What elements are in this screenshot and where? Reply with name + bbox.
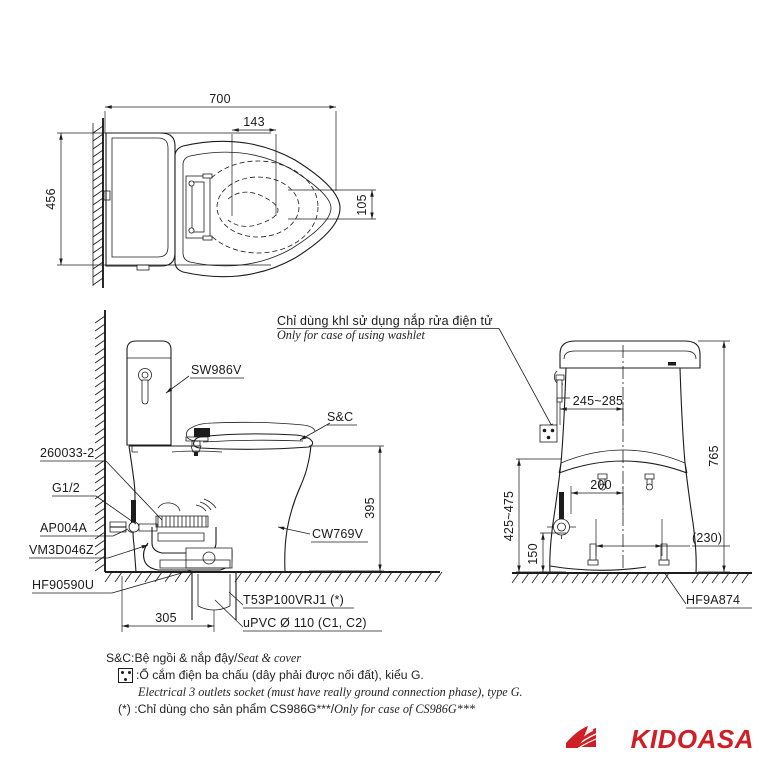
legend-sc-en: Seat & cover	[237, 651, 302, 665]
top-view-seat-lid	[174, 140, 341, 278]
side-label-ap004a: AP004A	[40, 521, 129, 537]
dim-total-height: 765	[698, 340, 730, 573]
dim-overall-length: 700	[104, 92, 337, 191]
dim-valve-height: 150	[526, 532, 566, 573]
dim-245-285-text: 245~285	[573, 394, 623, 408]
note-washlet-en: Only for case of using washlet	[277, 328, 426, 342]
dim-105-text: 105	[355, 194, 369, 215]
legend-block: S&C: Bệ ngồi & nắp đậy/ Seat & cover : Ổ…	[106, 650, 626, 718]
side-note-washlet: Chỉ dùng khl sử dụng nắp rửa điện tử Onl…	[277, 313, 555, 431]
dim-150-text: 150	[526, 543, 540, 564]
kidoasa-mark-icon	[565, 726, 596, 748]
brand-logo: KIDOASA	[565, 724, 754, 754]
front-view-socket	[539, 397, 570, 443]
side-label-sc: S&C	[299, 410, 357, 441]
label-hf9a874-text: HF9A874	[686, 593, 740, 607]
label-hf90590u-text: HF90590U	[32, 578, 94, 592]
dim-230-text: (230)	[692, 531, 722, 545]
legend-row-socket: : Ổ cắm điện ba chấu (dây phải được nối …	[106, 667, 626, 684]
dim-305-text: 305	[155, 611, 176, 625]
dim-bowl-opening: 143	[231, 115, 277, 216]
top-view-wall	[92, 118, 104, 288]
note-washlet-vi: Chỉ dùng khl sử dụng nắp rửa điện tử	[277, 313, 493, 328]
dim-socket-range: 245~285	[559, 394, 624, 425]
dim-bowl-offset: 105	[288, 189, 376, 220]
legend-row-socket-en: Electrical 3 outlets socket (must have r…	[106, 684, 626, 701]
label-g12-text: G1/2	[52, 481, 80, 495]
side-label-upvc: uPVC Ø 110 (C1, C2)	[214, 599, 382, 632]
dim-456-text: 456	[44, 188, 58, 209]
front-view: 765 245~285 425~475 200	[502, 340, 752, 609]
dim-rough-in: 305	[121, 576, 215, 632]
side-label-cw769v: CW769V	[277, 526, 368, 543]
dim-bowl-height: 395	[309, 445, 384, 572]
side-view-floor	[104, 571, 443, 583]
dim-700-text: 700	[209, 92, 230, 106]
side-label-hf90590u: HF90590U	[32, 569, 193, 594]
side-label-t53p100vrj1: T53P100VRJ1 (*)	[228, 591, 354, 609]
dim-425-475-text: 425~475	[502, 491, 516, 541]
label-upvc-text: uPVC Ø 110 (C1, C2)	[243, 616, 367, 630]
dim-765-text: 765	[707, 445, 721, 466]
dim-supply-height: 425~475	[502, 458, 562, 573]
label-sc-text: S&C	[327, 410, 353, 424]
legend-asterisk-en: Only for case of CS986G***	[334, 702, 475, 716]
side-label-260033: 260033-2	[40, 446, 163, 521]
brand-wordmark: KIDOASA	[630, 724, 754, 754]
side-view-plumbing	[109, 498, 233, 571]
dim-143-text: 143	[243, 115, 264, 129]
dim-395-text: 395	[363, 497, 377, 518]
dim-tank-depth: 456	[44, 132, 271, 266]
front-view-angle-valve	[547, 492, 576, 539]
electrical-socket-icon	[118, 668, 133, 683]
label-ap004a-text: AP004A	[40, 521, 88, 535]
legend-sc-vi: Bệ ngồi & nắp đậy/	[134, 651, 238, 665]
legend-sc-key: S&C:	[106, 651, 135, 665]
side-view-floor-drain	[191, 572, 237, 620]
legend-socket-vi: Ổ cắm điện ba chấu (dây phải được nối đấ…	[139, 668, 424, 682]
front-view-floor	[511, 572, 752, 584]
front-view-cistern	[559, 340, 701, 369]
side-label-vm3d046z: VM3D046Z	[29, 543, 149, 559]
side-view: SW986V S&C CW769V 260033-2 G1/2	[29, 310, 555, 632]
legend-row-sc: S&C: Bệ ngồi & nắp đậy/ Seat & cover	[106, 650, 626, 667]
side-label-sw986v: SW986V	[165, 363, 244, 394]
side-view-wall	[94, 310, 106, 572]
top-view-hinge	[185, 173, 213, 241]
legend-socket-sep: :	[136, 668, 140, 682]
dim-bowl-width: (230)	[595, 519, 730, 556]
side-view-cistern	[126, 340, 172, 453]
label-cw769v-text: CW769V	[312, 527, 364, 541]
front-view-bolts	[597, 473, 655, 491]
legend-asterisk-vi: Chỉ dùng cho sản phẩm CS986G***/	[137, 702, 335, 716]
label-vm3d046z-text: VM3D046Z	[29, 543, 94, 557]
top-view: 700 143 456 105	[44, 92, 376, 288]
legend-row-asterisk: (*) : Chỉ dùng cho sản phẩm CS986G***/ O…	[106, 701, 626, 718]
front-view-flush-lever	[553, 370, 565, 403]
label-sw986v-text: SW986V	[191, 363, 242, 377]
front-view-floor-bolts	[587, 543, 670, 566]
side-view-seat-cover	[185, 421, 316, 456]
front-label-hf9a874: HF9A874	[663, 571, 752, 609]
side-label-g12: G1/2	[52, 481, 137, 525]
label-t53p100vrj1-text: T53P100VRJ1 (*)	[243, 593, 344, 607]
legend-asterisk-key: (*) :	[118, 702, 138, 716]
label-260033-text: 260033-2	[40, 446, 94, 460]
dim-supply-offset: 200	[570, 478, 624, 514]
dim-200-text: 200	[590, 478, 611, 492]
top-view-cistern	[103, 132, 176, 271]
legend-socket-en: Electrical 3 outlets socket (must have r…	[138, 685, 523, 699]
